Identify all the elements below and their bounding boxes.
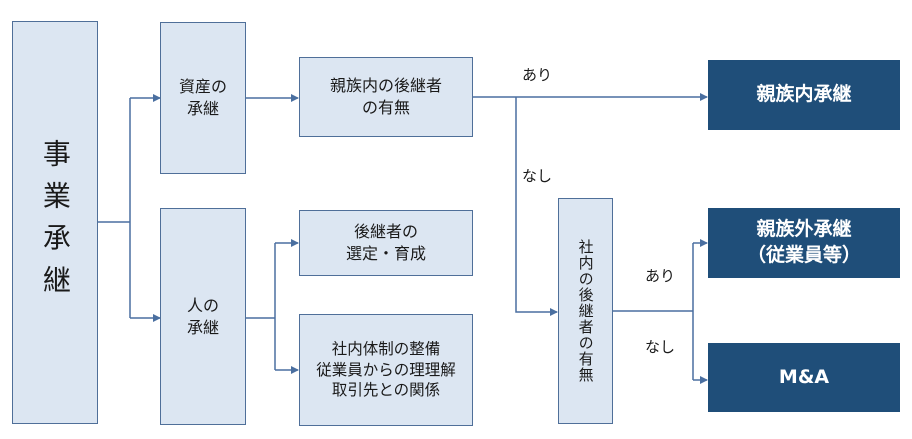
no-label-bottom: なし	[645, 338, 676, 356]
no-label-top: なし	[522, 167, 553, 185]
internal-structure-node: 社内体制の整備 従業員からの理理解 取引先との関係	[299, 314, 473, 426]
person-node: 人の 承継	[160, 208, 246, 425]
family-succession-node: 親族内承継	[708, 60, 900, 130]
connector-no-top	[515, 97, 558, 316]
yes-label-bottom: あり	[645, 267, 676, 285]
root-node: 事業承継	[12, 21, 98, 424]
family-question-node: 親族内の後継者 の有無	[299, 57, 473, 137]
successor-node: 後継者の 選定・育成	[299, 210, 473, 276]
ma-node: M&A	[708, 343, 900, 412]
yes-label-top: あり	[522, 66, 553, 84]
asset-node: 資産の 承継	[160, 22, 246, 174]
company-question-node: 社内の後継者の有無	[558, 198, 613, 424]
employee-succession-node: 親族外承継 （従業員等）	[708, 208, 900, 278]
root-node-label: 事業承継	[38, 138, 72, 307]
company-question-label: 社内の後継者の有無	[576, 239, 595, 383]
